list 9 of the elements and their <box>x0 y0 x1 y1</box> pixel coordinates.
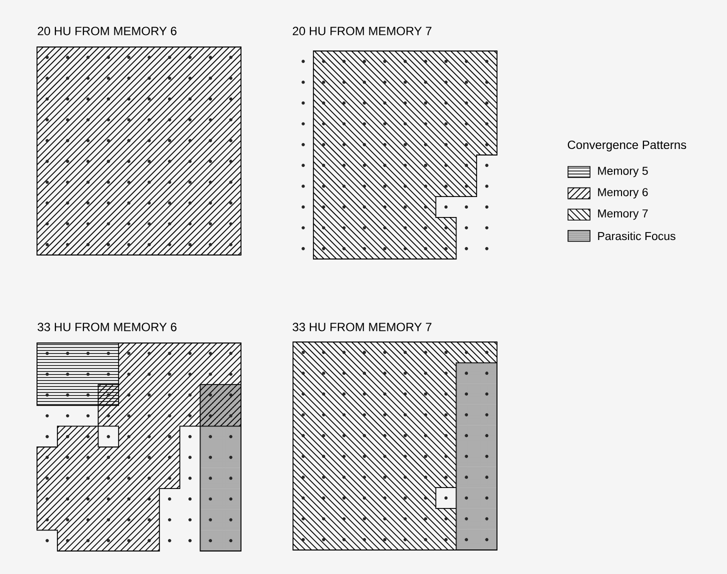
panel-title: 33 HU FROM MEMORY 6 <box>38 322 176 332</box>
panel-title: 20 HU FROM MEMORY 6 <box>38 26 176 36</box>
legend-label: Parasitic Focus <box>598 232 676 240</box>
legend-label: Memory 6 <box>598 188 648 198</box>
panel-title: 33 HU FROM MEMORY 7 <box>292 322 432 332</box>
legend-label: Memory 7 <box>598 209 648 220</box>
legend-title: Convergence Patterns <box>568 140 686 152</box>
panel-title: 20 HU FROM MEMORY 7 <box>292 26 432 36</box>
legend-label: Memory 5 <box>598 166 648 178</box>
